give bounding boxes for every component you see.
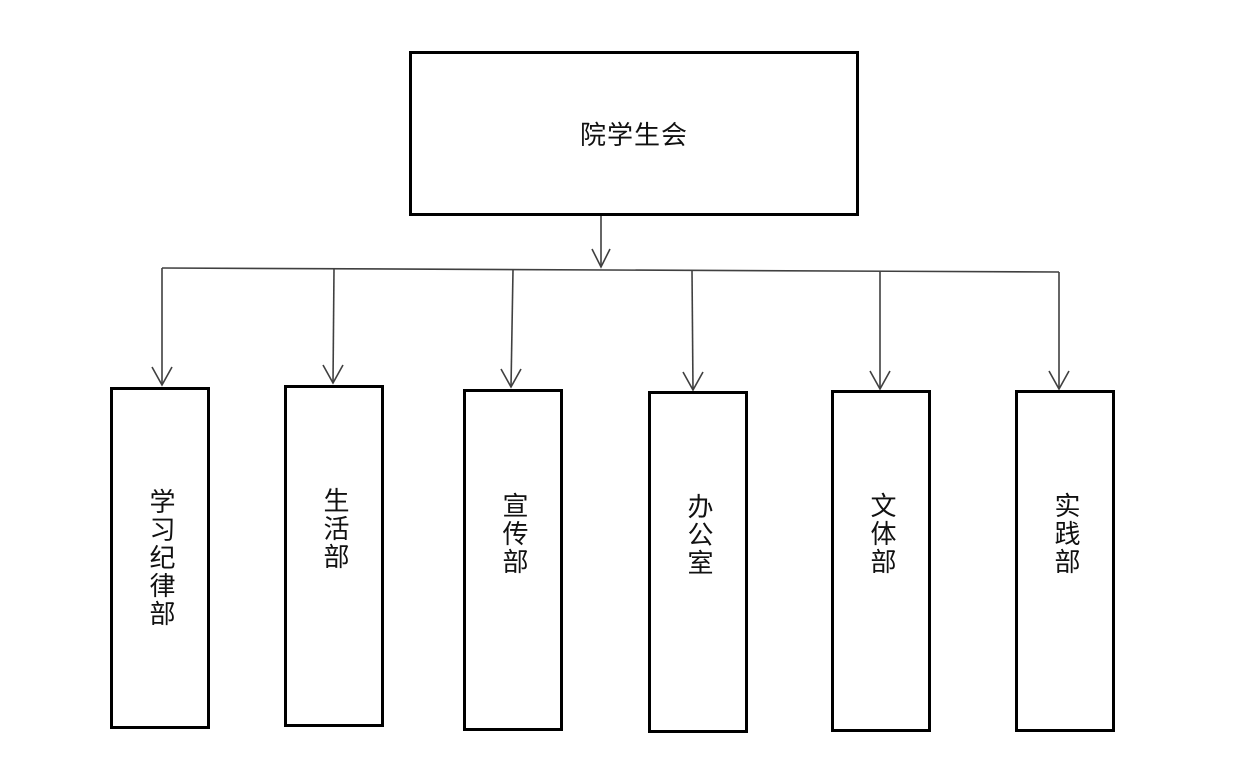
root-node-label: 院学生会 <box>579 121 688 151</box>
branch-connector-4 <box>691 269 694 391</box>
department-node-4: 办公室 <box>648 391 748 733</box>
department-node-3: 宣传部 <box>463 389 563 731</box>
department-label-5: 文体部 <box>866 492 896 576</box>
branch-arrowhead-3 <box>500 368 522 389</box>
department-label-3: 宣传部 <box>498 492 528 576</box>
branch-arrowhead-5 <box>869 370 891 391</box>
department-node-5: 文体部 <box>831 390 931 732</box>
branch-arrowhead-2 <box>322 364 344 385</box>
branch-arrowhead-1 <box>151 366 173 387</box>
department-node-1: 学习纪律部 <box>110 387 210 729</box>
branch-connector-2 <box>332 268 335 384</box>
department-node-6: 实践部 <box>1015 390 1115 732</box>
department-label-4: 办公室 <box>683 493 713 577</box>
branch-arrowhead-6 <box>1048 370 1070 391</box>
department-label-6: 实践部 <box>1050 492 1080 576</box>
branch-connector-3 <box>510 269 514 388</box>
department-node-2: 生活部 <box>284 385 384 727</box>
branch-arrowhead-4 <box>682 371 704 392</box>
root-arrowhead <box>591 248 611 269</box>
horizontal-bus <box>161 267 1060 273</box>
department-label-2: 生活部 <box>319 487 349 571</box>
department-label-1: 学习纪律部 <box>145 488 175 628</box>
root-node: 院学生会 <box>409 51 859 216</box>
